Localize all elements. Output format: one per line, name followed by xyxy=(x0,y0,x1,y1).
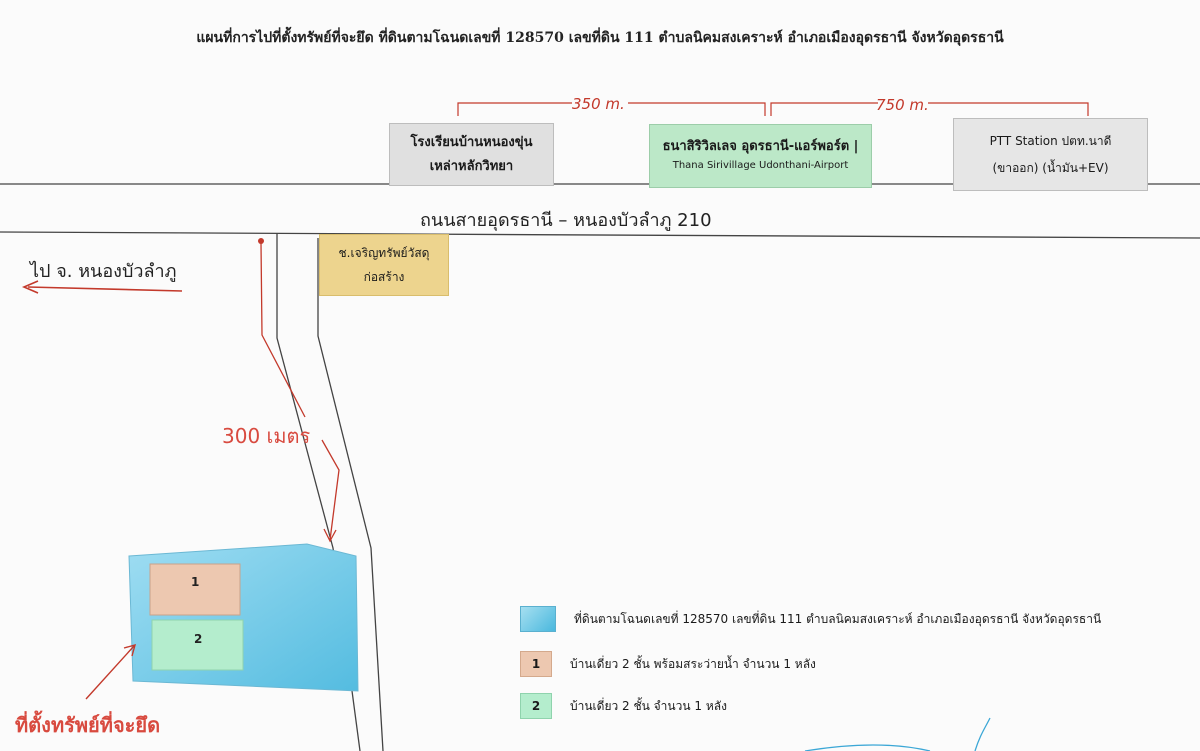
road-name-label: ถนนสายอุดรธานี – หนองบัวลำภู 210 xyxy=(420,210,712,231)
direction-arrow xyxy=(27,286,183,292)
map-title: แผนที่การไปที่ตั้งทรัพย์ที่จะยึด ที่ดินต… xyxy=(196,30,1004,46)
main-road-bottom-edge xyxy=(0,231,1200,239)
house-1-shape xyxy=(149,563,241,616)
store-name-line2: ก่อสร้าง xyxy=(363,270,405,284)
store-name-line1: ช.เจริญทรัพย์วัสดุ xyxy=(338,246,430,260)
direction-label: ไป จ. หนองบัวลำภู xyxy=(30,261,177,282)
pen-scribble xyxy=(804,717,991,751)
distance-300-arrow xyxy=(321,439,340,541)
distance-bracket-left xyxy=(457,102,766,116)
legend-item-house-1: 1 บ้านเดี่ยว 2 ชั้น พร้อมสระว่ายน้ำ จำนว… xyxy=(520,651,816,677)
legend-item-land: ที่ดินตามโฉนดเลขที่ 128570 เลขที่ดิน 111… xyxy=(520,606,1101,632)
legend-text-land: ที่ดินตามโฉนดเลขที่ 128570 เลขที่ดิน 111… xyxy=(574,611,1102,626)
house-2-shape xyxy=(151,619,244,671)
village-name-english: Thana Sirivillage Udonthani-Airport xyxy=(672,160,849,171)
direction-arrow-head xyxy=(21,280,39,294)
landmark-village: ธนาสิริวิลเลจ อุดรธานี-แอร์พอร์ต | Thana… xyxy=(649,124,872,188)
distance-label-left: 350 m. xyxy=(572,95,625,113)
village-name-thai: ธนาสิริวิลเลจ อุดรธานี-แอร์พอร์ต | xyxy=(662,139,859,154)
landmark-school: โรงเรียนบ้านหนองขุ่น เหล่าหลักวิทยา xyxy=(389,123,554,186)
legend-text-house-2: บ้านเดี่ยว 2 ชั้น จำนวน 1 หลัง xyxy=(570,698,727,713)
school-name-line1: โรงเรียนบ้านหนองขุ่น xyxy=(410,134,533,150)
legend-swatch-house-1: 1 xyxy=(520,651,552,677)
legend-swatch-house-2: 2 xyxy=(520,693,552,719)
property-pointer-head xyxy=(123,644,136,657)
legend-swatch-land xyxy=(520,606,556,632)
distance-label-side-road: 300 เมตร xyxy=(222,424,311,448)
distance-bracket-right xyxy=(770,102,1089,116)
school-name-line2: เหล่าหลักวิทยา xyxy=(429,158,514,174)
distance-300-arrow-head xyxy=(323,528,337,543)
ptt-name-line1: PTT Station ปตท.นาดี xyxy=(989,133,1112,148)
property-location-label: ที่ตั้งทรัพย์ที่จะยึด xyxy=(15,713,161,737)
distance-label-right: 750 m. xyxy=(876,96,929,114)
landmark-hardware-store: ช.เจริญทรัพย์วัสดุ ก่อสร้าง xyxy=(319,234,449,296)
start-point-marker xyxy=(258,238,264,244)
house-2-number: 2 xyxy=(194,632,203,646)
property-pointer-arrow xyxy=(85,645,135,700)
legend-item-house-2: 2 บ้านเดี่ยว 2 ชั้น จำนวน 1 หลัง xyxy=(520,693,727,719)
legend-text-house-1: บ้านเดี่ยว 2 ชั้น พร้อมสระว่ายน้ำ จำนวน … xyxy=(570,656,816,671)
side-road-right-edge xyxy=(317,238,384,751)
distance-300-line xyxy=(260,242,306,418)
landmark-ptt-station: PTT Station ปตท.นาดี (ขาออก) (น้ำมัน+EV) xyxy=(953,118,1148,191)
house-1-number: 1 xyxy=(191,575,200,589)
ptt-name-line2: (ขาออก) (น้ำมัน+EV) xyxy=(992,161,1109,176)
